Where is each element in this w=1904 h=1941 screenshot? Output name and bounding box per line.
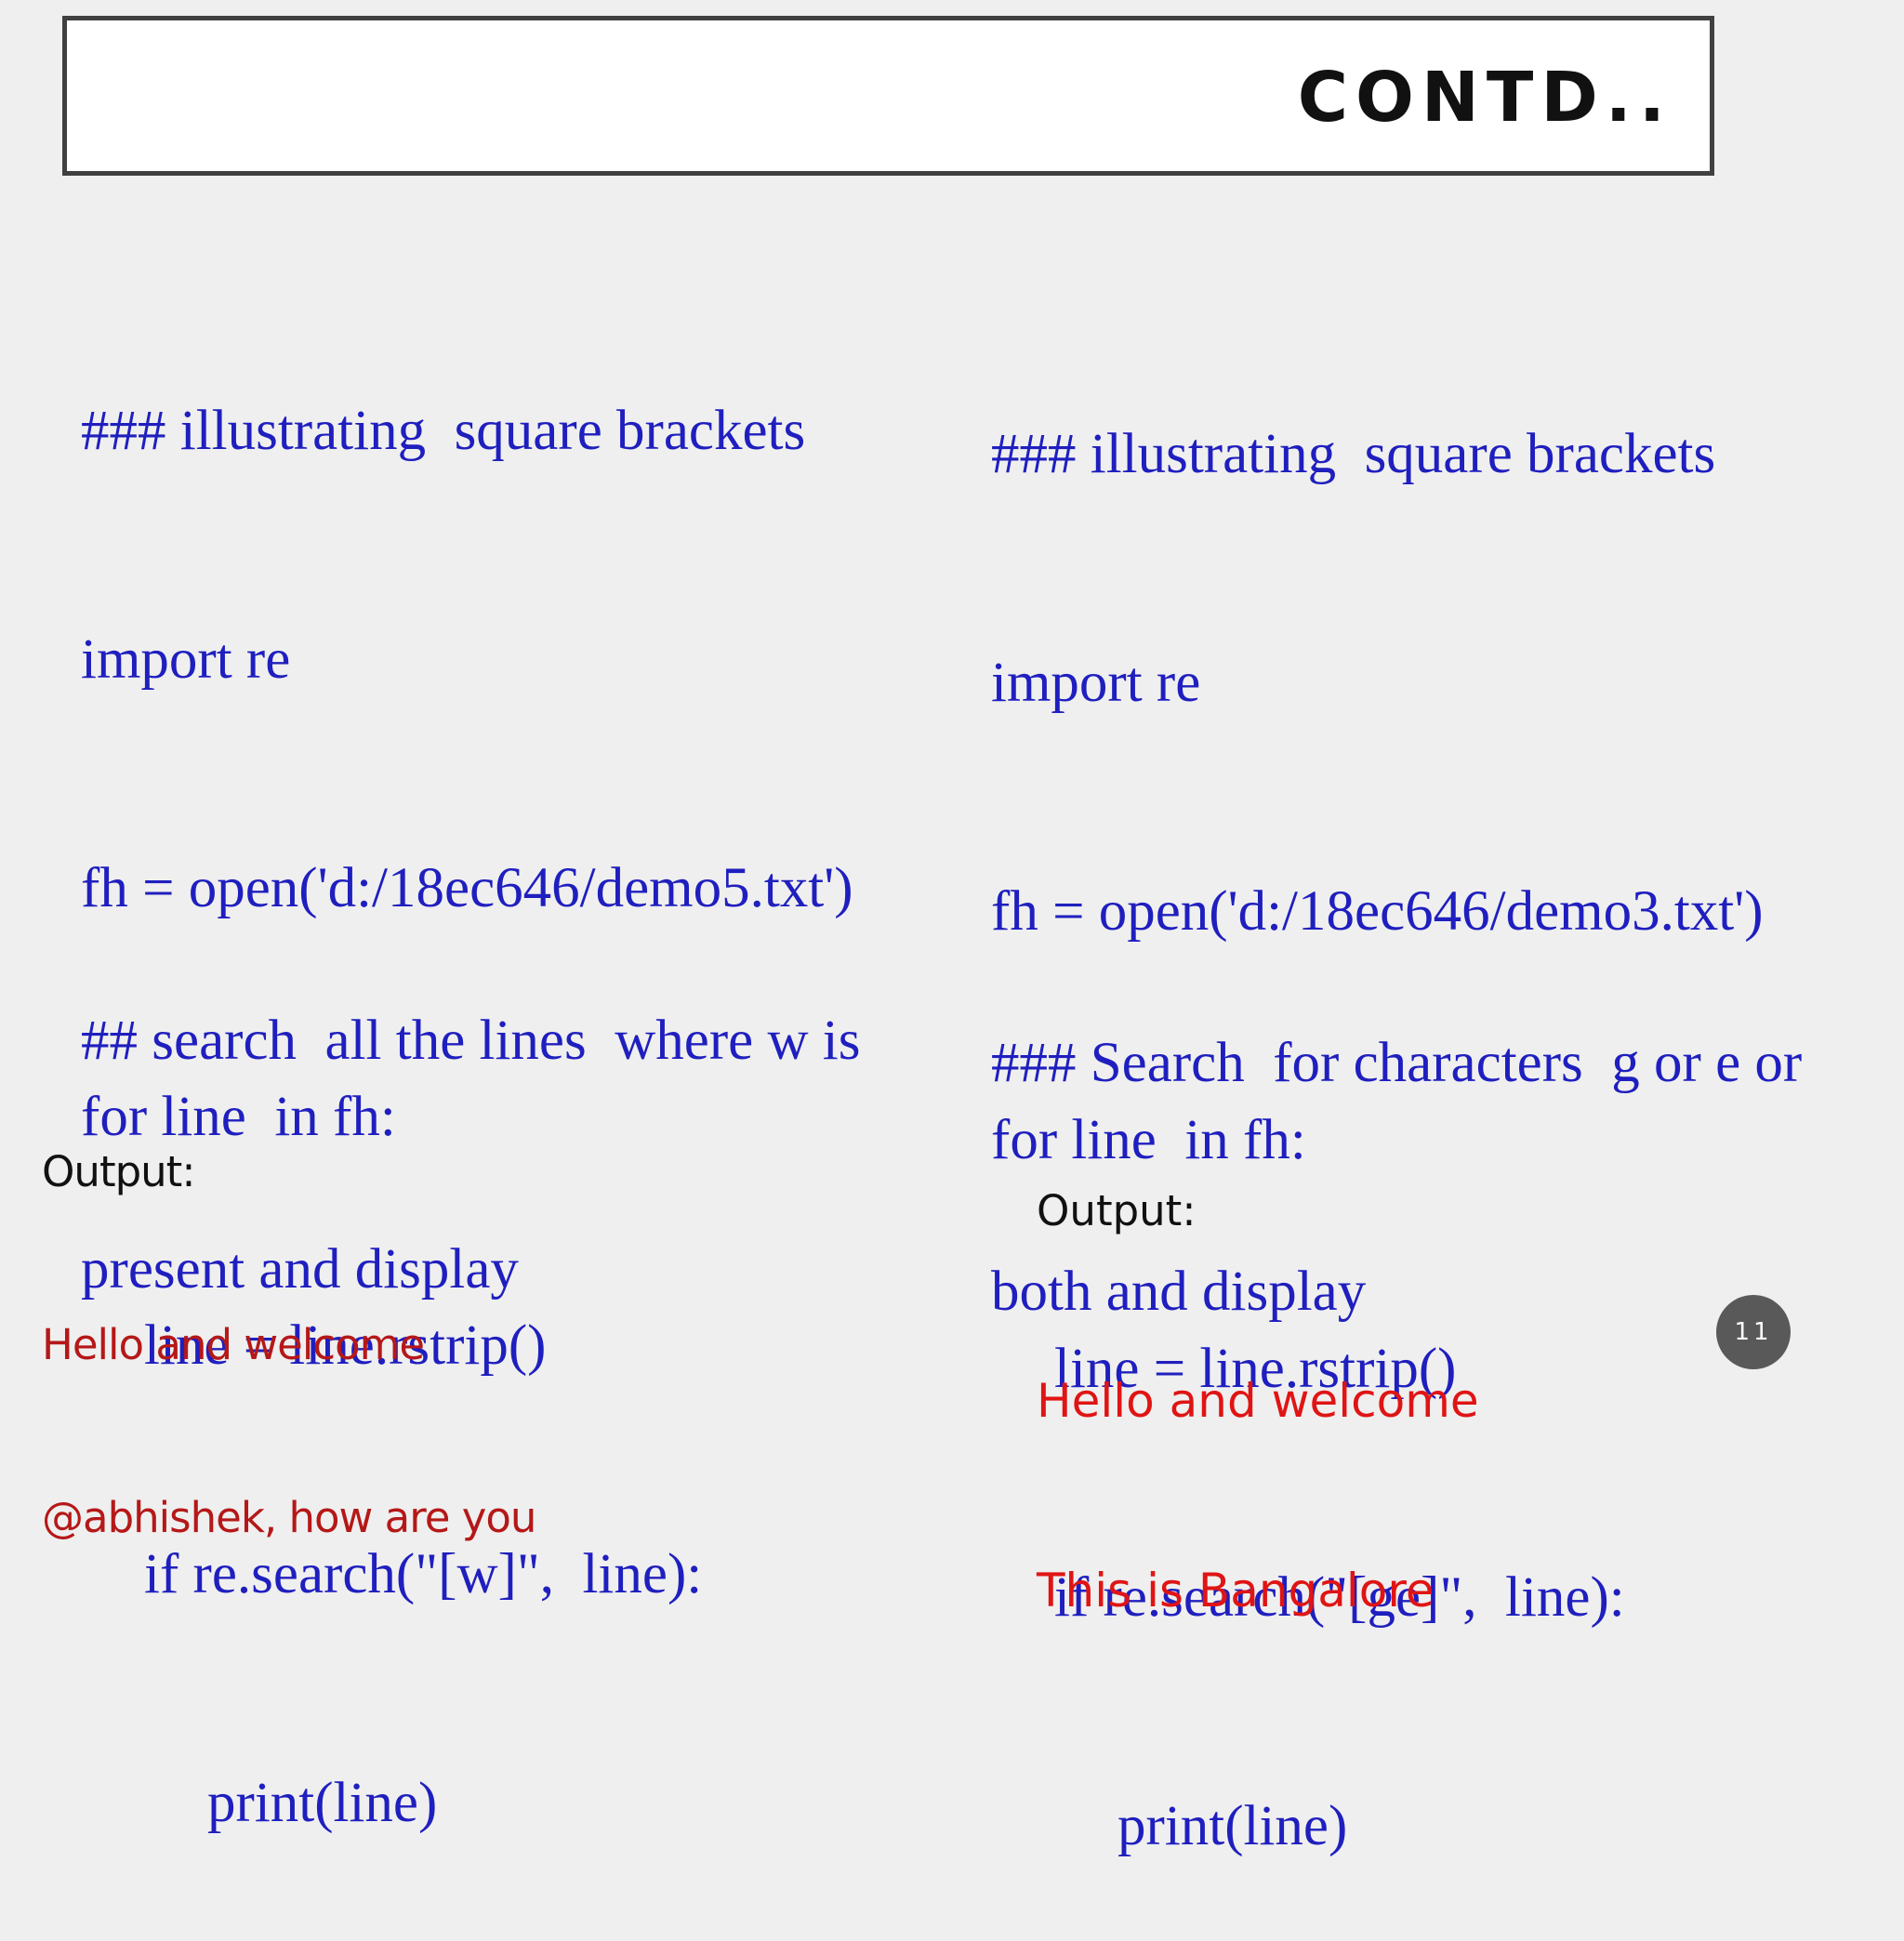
left-output-block: Output: Hello and welcome @abhishek, how… xyxy=(42,1028,536,1604)
comment-line: present and display xyxy=(81,1238,519,1301)
right-comment-block: ### Search for characters g or e or both… xyxy=(991,873,1802,1406)
code-line: fh = open('d:/18ec646/demo3.txt') xyxy=(991,880,1764,943)
page-number: 11 xyxy=(1734,1318,1773,1346)
slide-title: CONTD.. xyxy=(1297,58,1673,138)
code-line: print(line) xyxy=(207,1772,438,1834)
code-line: for line in fh: xyxy=(991,1109,1306,1171)
output-line: @abhishek, how are you xyxy=(42,1493,536,1542)
left-code-block: ### illustrating square brackets import … xyxy=(81,241,853,1918)
right-output-block: Output: Hello and welcome This is Bangal… xyxy=(1037,1053,1479,1685)
page-number-badge: 11 xyxy=(1716,1295,1791,1369)
code-line: import re xyxy=(81,628,291,691)
left-comment-block: ## search all the lines where w is prese… xyxy=(81,851,860,1384)
comment-line: ### Search for characters g or e or xyxy=(991,1032,1803,1094)
code-line: fh = open('d:/18ec646/demo5.txt') xyxy=(81,857,853,919)
output-line: Hello and welcome xyxy=(42,1320,425,1369)
output-label: Output: xyxy=(1037,1186,1197,1235)
code-line: import re xyxy=(991,652,1201,714)
code-line: for line in fh: xyxy=(81,1086,396,1148)
output-line: Hello and welcome xyxy=(1037,1374,1479,1428)
code-line: print(line) xyxy=(1117,1795,1348,1857)
code-line: line = line.rstrip() xyxy=(1054,1338,1457,1400)
title-box: CONTD.. xyxy=(62,16,1714,176)
comment-line: both and display xyxy=(991,1261,1367,1323)
code-line: ### illustrating square brackets xyxy=(991,423,1716,485)
code-line: ### illustrating square brackets xyxy=(81,400,806,462)
comment-line: ## search all the lines where w is xyxy=(81,1010,861,1072)
output-line: This is Bangalore xyxy=(1037,1564,1435,1618)
code-line: line = line.rstrip() xyxy=(144,1314,547,1377)
output-label: Output: xyxy=(42,1147,195,1196)
